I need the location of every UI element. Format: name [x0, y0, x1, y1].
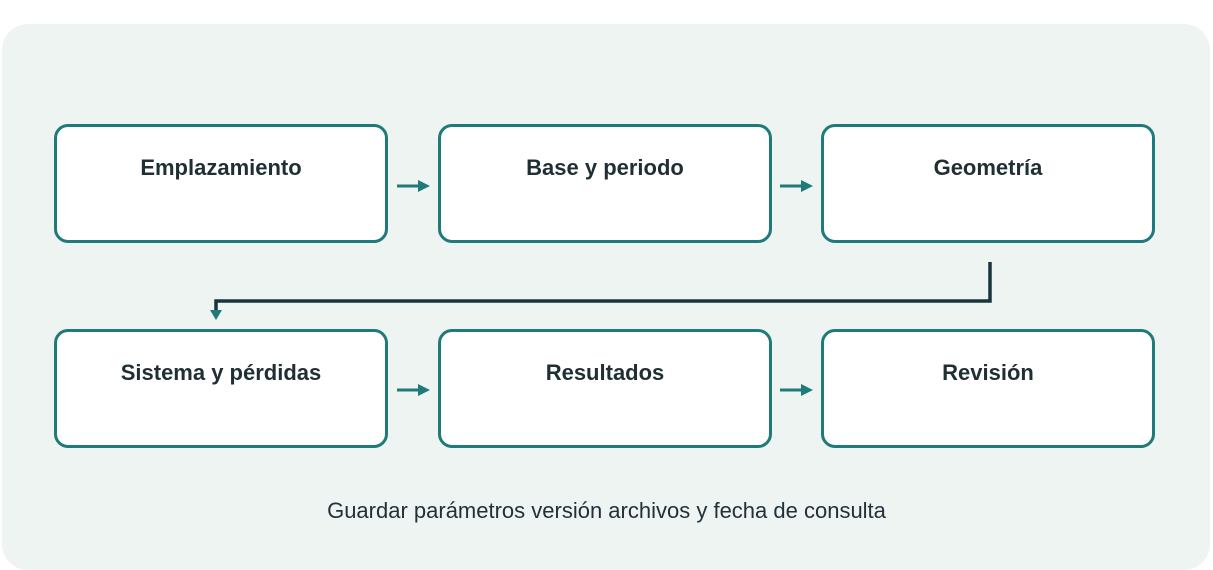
- step-emplazamiento: Emplazamiento: [54, 124, 388, 243]
- return-connector: [210, 262, 992, 320]
- step-label: Revisión: [942, 360, 1034, 385]
- step-resultados: Resultados: [438, 329, 772, 448]
- step-label: Base y periodo: [526, 155, 684, 180]
- arrow-base-to-geometria: [780, 180, 813, 192]
- step-label: Geometría: [933, 155, 1043, 180]
- footer-note: Guardar parámetros versión archivos y fe…: [327, 498, 886, 523]
- step-label: Emplazamiento: [140, 155, 302, 180]
- step-label: Resultados: [545, 360, 665, 385]
- arrow-emplazamiento-to-base: [397, 180, 430, 192]
- step-label: Sistema y pérdidas: [120, 360, 322, 385]
- step-geometria: Geometría: [821, 124, 1155, 243]
- arrow-resultados-to-revision: [780, 384, 813, 396]
- step-base-y-periodo: Base y periodo: [438, 124, 772, 243]
- step-sistema-y-perdidas: Sistema y pérdidas: [54, 329, 388, 448]
- step-revision: Revisión: [821, 329, 1155, 448]
- diagram-panel: [2, 24, 1210, 570]
- arrow-sistema-to-resultados: [397, 384, 430, 396]
